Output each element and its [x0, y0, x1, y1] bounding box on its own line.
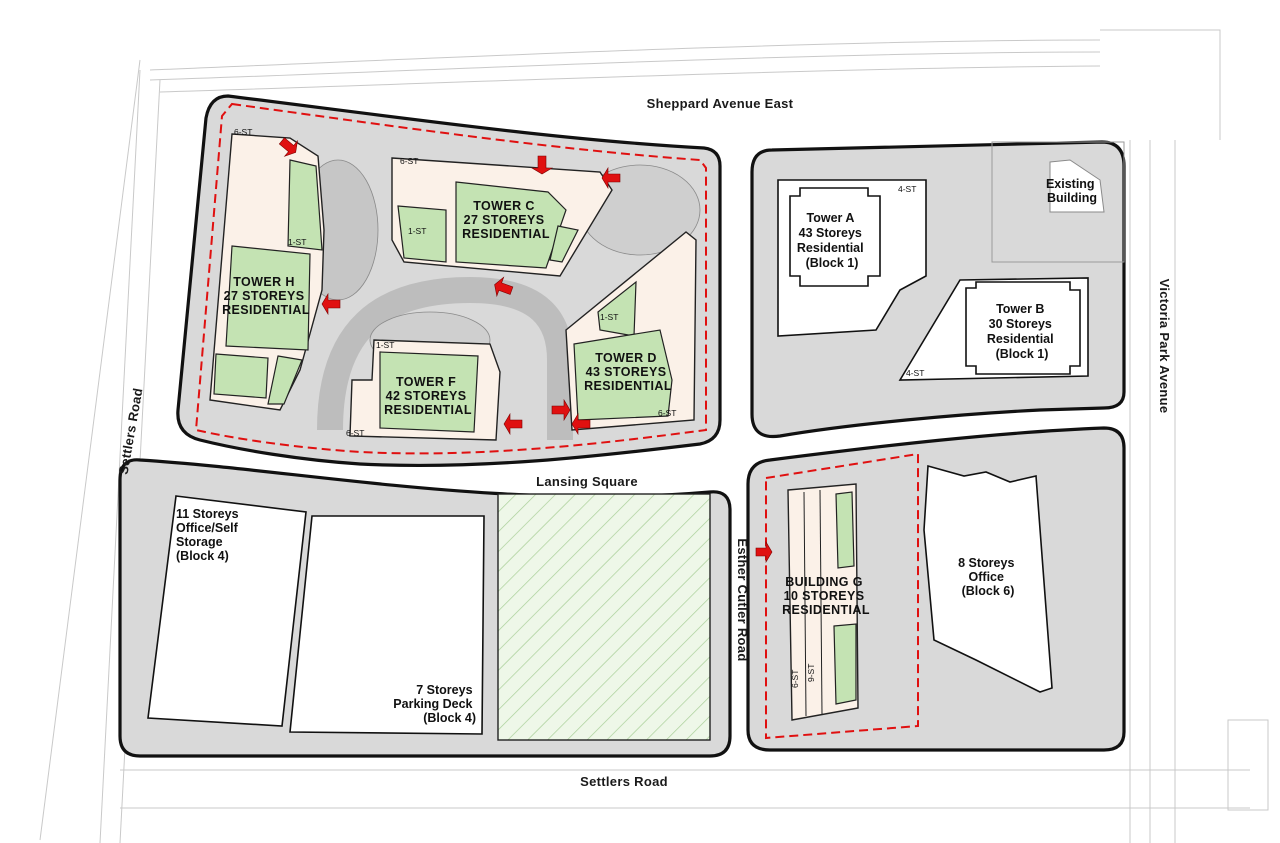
tower-c-line1: TOWER C — [473, 199, 535, 213]
block4-office-label: 11 Storeys Office/Self Storage (Block 4) — [176, 507, 242, 563]
existing-building-label: Existing Building — [1046, 177, 1098, 205]
tower-b-label: Tower B 30 Storeys Residential (Block 1) — [987, 302, 1057, 361]
entry-arrow-icon — [494, 276, 514, 298]
tower-d-line1: TOWER D — [595, 351, 657, 365]
st-label: 6-ST — [658, 408, 676, 418]
st-label: 1-ST — [408, 226, 426, 236]
road-label-east: Victoria Park Avenue — [1157, 279, 1172, 414]
tower-f-line3: RESIDENTIAL — [384, 403, 472, 417]
block6-office-label: 8 Storeys Office (Block 6) — [958, 556, 1018, 598]
entry-arrow-icon — [551, 398, 571, 422]
entry-arrow-icon — [278, 137, 298, 157]
entry-arrow-icon — [601, 166, 621, 190]
block4-parking-footprint — [289, 515, 485, 735]
block-south-west: 11 Storeys Office/Self Storage (Block 4)… — [118, 458, 732, 758]
block4-office-line1: 11 Storeys — [176, 507, 239, 521]
road-label-south: Settlers Road — [580, 774, 668, 789]
tower-a-line1: Tower A — [807, 211, 855, 225]
building-g-line3: RESIDENTIAL — [782, 603, 870, 617]
tower-c-line3: RESIDENTIAL — [462, 227, 550, 241]
tower-f-label: TOWER F 42 STOREYS RESIDENTIAL — [384, 375, 472, 417]
tower-d: 1-ST 6-ST TOWER D 43 STOREYS RESIDENTIAL — [565, 231, 697, 431]
tower-h-line1: TOWER H — [233, 275, 295, 289]
block-south-east: 6-ST 9-ST BUILDING G 10 STOREYS RESIDENT… — [746, 426, 1126, 752]
tower-d-line2: 43 STOREYS — [586, 365, 667, 379]
st-label: 6-ST — [790, 670, 800, 688]
tower-a-line2: 43 Storeys — [799, 226, 862, 240]
st-label: 6-ST — [400, 156, 418, 166]
block6-line2: Office — [969, 570, 1004, 584]
tower-d-line3: RESIDENTIAL — [584, 379, 672, 393]
existing-line2: Building — [1047, 191, 1097, 205]
st-label: 9-ST — [806, 664, 816, 682]
block4-office-line3: Storage — [176, 535, 223, 549]
st-label: 1-ST — [288, 237, 306, 247]
tower-d-label: TOWER D 43 STOREYS RESIDENTIAL — [584, 351, 672, 393]
block6-line3: (Block 6) — [962, 584, 1015, 598]
tower-f: 1-ST 6-ST TOWER F 42 STOREYS RESIDENTIAL — [346, 339, 501, 441]
block4-office-line2: Office/Self — [176, 521, 239, 535]
building-g-line1: BUILDING G — [785, 575, 863, 589]
block4-office-footprint — [147, 495, 307, 727]
tower-f-line1: TOWER F — [396, 375, 456, 389]
road-label-esther: Esther Cutler Road — [735, 538, 750, 661]
tower-c-line2: 27 STOREYS — [464, 213, 545, 227]
block-north-east: 4-ST Tower A 43 Storeys Residential (Blo… — [750, 140, 1126, 439]
tower-b-line2: 30 Storeys — [989, 317, 1052, 331]
building-g-label: BUILDING G 10 STOREYS RESIDENTIAL — [782, 575, 870, 617]
st-label: 4-ST — [898, 184, 916, 194]
tower-h-line3: RESIDENTIAL — [222, 303, 310, 317]
entry-arrow-icon — [530, 155, 554, 175]
entry-arrow-icon — [321, 292, 341, 316]
block4-parking-line1: 7 Storeys — [416, 683, 472, 697]
tower-b-line4: (Block 1) — [996, 347, 1049, 361]
open-space-hatch — [497, 493, 711, 741]
entrance-arrows — [278, 137, 621, 436]
block6-office-footprint — [923, 464, 1053, 693]
tower-a-line4: (Block 1) — [806, 256, 859, 270]
tower-h: 6-ST 1-ST TOWER H 27 STOREYS RESIDENTIAL — [209, 127, 325, 411]
tower-h-label: TOWER H 27 STOREYS RESIDENTIAL — [222, 275, 310, 317]
existing-line1: Existing — [1046, 177, 1095, 191]
entry-arrow-icon — [755, 540, 773, 564]
st-label: 6-ST — [346, 428, 364, 438]
block4-office-line4: (Block 4) — [176, 549, 229, 563]
block4-parking-line2: Parking Deck — [393, 697, 472, 711]
block4-parking-line3: (Block 4) — [423, 711, 476, 725]
block6-line1: 8 Storeys — [958, 556, 1014, 570]
site-boundary-g — [765, 452, 919, 740]
tower-a-line3: Residential — [797, 241, 864, 255]
tower-c-label: TOWER C 27 STOREYS RESIDENTIAL — [462, 199, 550, 241]
road-label-lansing: Lansing Square — [536, 474, 638, 489]
tower-h-line2: 27 STOREYS — [224, 289, 305, 303]
tower-b-line3: Residential — [987, 332, 1054, 346]
tower-a-label: Tower A 43 Storeys Residential (Block 1) — [797, 211, 867, 270]
site-boundary — [194, 102, 707, 455]
tower-b-line1: Tower B — [996, 302, 1044, 316]
tower-f-line2: 42 STOREYS — [386, 389, 467, 403]
st-label: 6-ST — [234, 127, 252, 137]
st-label: 1-ST — [376, 340, 394, 350]
road-label-north: Sheppard Avenue East — [647, 96, 794, 111]
entry-arrow-icon — [571, 412, 591, 436]
st-label: 4-ST — [906, 368, 924, 378]
st-label: 1-ST — [600, 312, 618, 322]
building-g-line2: 10 STOREYS — [784, 589, 865, 603]
block4-parking-label: 7 Storeys Parking Deck (Block 4) — [393, 683, 476, 725]
entry-arrow-icon — [503, 412, 523, 436]
tower-c: 6-ST 1-ST TOWER C 27 STOREYS RESIDENTIAL — [391, 156, 613, 277]
